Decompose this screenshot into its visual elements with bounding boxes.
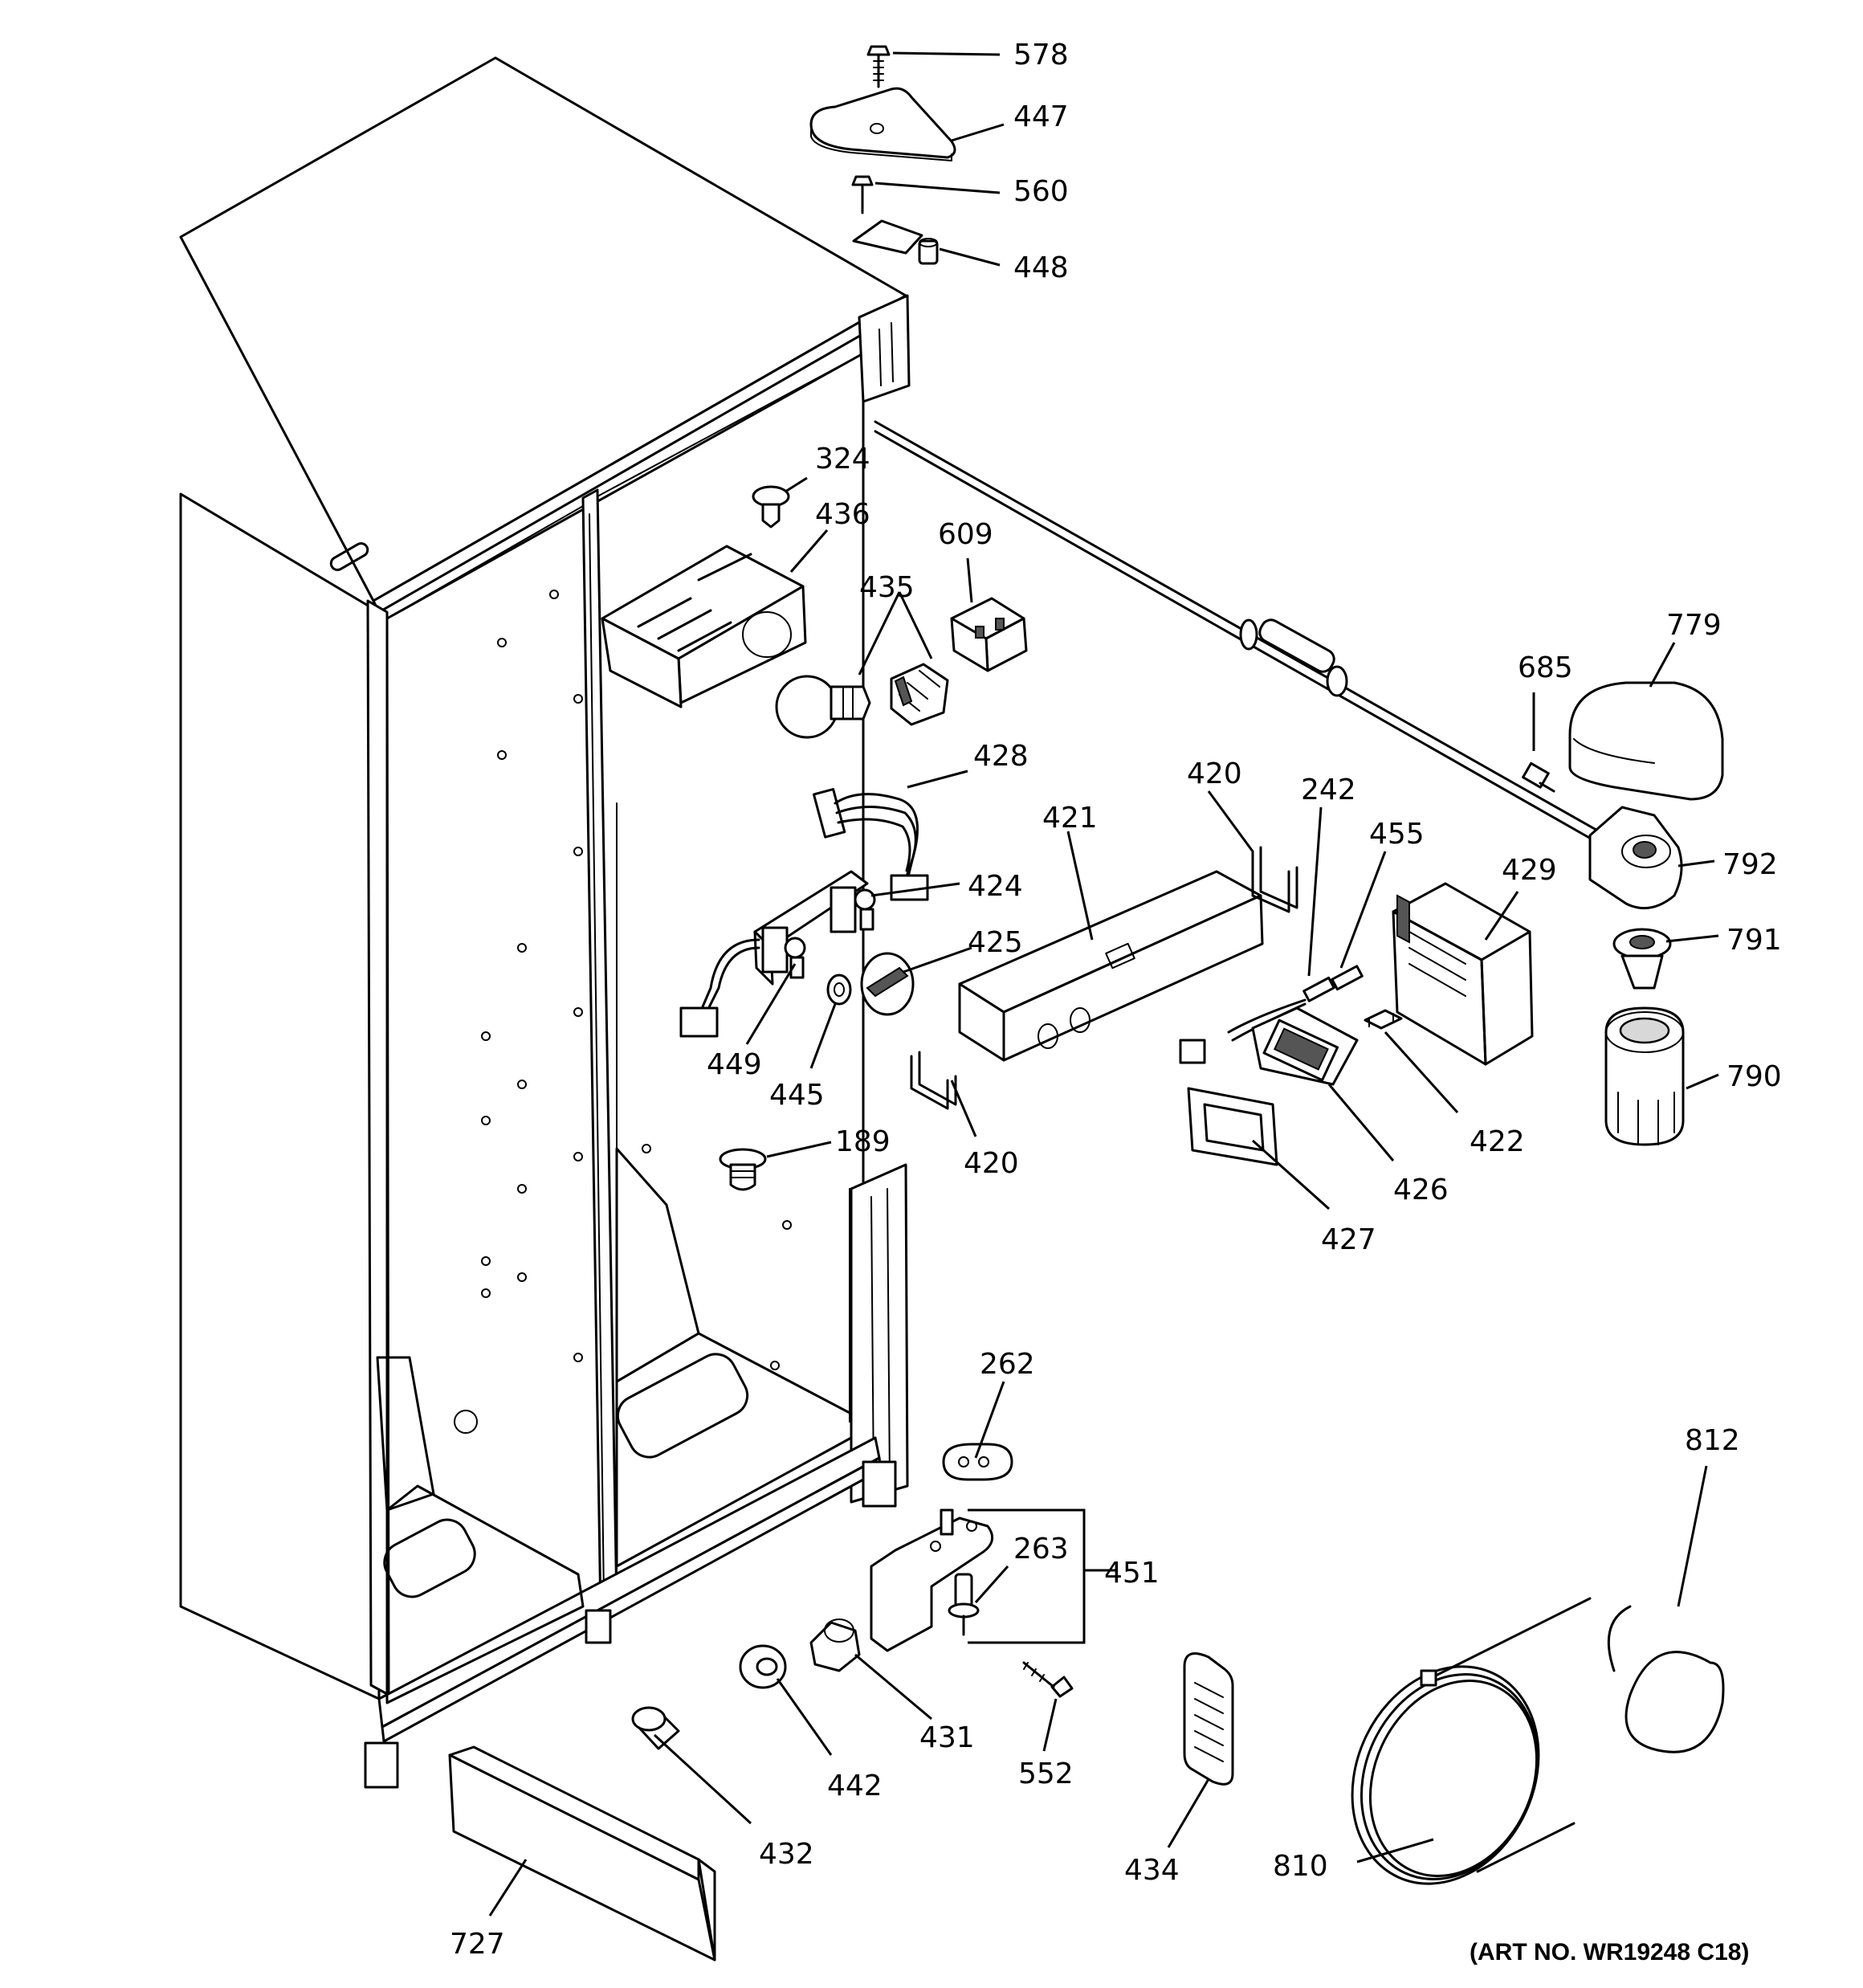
part-609-switch — [950, 597, 1028, 672]
part-263-hinge-pin — [948, 1573, 980, 1636]
part-779-cap — [1568, 681, 1724, 801]
part-552-bolt — [1022, 1661, 1074, 1698]
label-432: 432 — [759, 1838, 814, 1871]
part-428-wire-harness — [812, 788, 929, 901]
label-810: 810 — [1273, 1850, 1328, 1883]
refrigerator-cabinet — [179, 56, 911, 1789]
label-420-lower: 420 — [964, 1147, 1019, 1180]
label-189: 189 — [835, 1125, 891, 1158]
label-263: 263 — [1013, 1533, 1069, 1565]
label-791: 791 — [1726, 924, 1782, 957]
part-790-water-filter — [1604, 1006, 1685, 1146]
part-435-light-socket — [890, 663, 949, 726]
label-445: 445 — [769, 1079, 825, 1112]
label-727: 727 — [450, 1928, 505, 1961]
label-448: 448 — [1013, 251, 1069, 284]
label-431: 431 — [919, 1721, 975, 1754]
label-790: 790 — [1726, 1060, 1782, 1093]
part-420-clip-lower — [910, 1051, 957, 1110]
part-445-bushing — [826, 974, 852, 1006]
part-442-washer — [739, 1644, 787, 1689]
part-421-control-housing — [958, 870, 1264, 1062]
part-426-damper — [1179, 1006, 1359, 1086]
part-434-vent-grille — [1183, 1652, 1234, 1786]
part-455-connector — [1331, 965, 1364, 991]
label-578: 578 — [1013, 39, 1069, 71]
label-436: 436 — [815, 498, 870, 531]
label-420-upper: 420 — [1187, 757, 1242, 790]
label-426: 426 — [1393, 1174, 1449, 1206]
part-427-grille — [1187, 1087, 1278, 1166]
part-812-tube-loop — [1607, 1605, 1725, 1753]
part-810-tubing-coil — [1351, 1597, 1592, 1885]
part-791-bypass-plug — [1612, 928, 1672, 990]
part-429-damper-housing — [1392, 882, 1534, 1066]
part-448-hinge — [852, 219, 939, 265]
label-451: 451 — [1104, 1557, 1160, 1590]
part-432-spacer — [631, 1706, 680, 1750]
label-812: 812 — [1685, 1424, 1740, 1457]
part-431-cap — [809, 1619, 861, 1672]
label-434: 434 — [1124, 1854, 1180, 1887]
art-number: (ART NO. WR19248 C18) — [1470, 1939, 1749, 1966]
label-560: 560 — [1013, 175, 1069, 208]
label-552: 552 — [1018, 1757, 1074, 1790]
part-424-temperature-control — [679, 870, 876, 1038]
label-421: 421 — [1042, 802, 1098, 835]
part-324-fastener — [752, 485, 790, 529]
label-428: 428 — [973, 740, 1029, 773]
part-420-clip-upper — [1251, 846, 1298, 913]
part-560-screw — [851, 175, 874, 214]
cabinet-mounting-holes — [454, 590, 792, 1434]
label-609: 609 — [938, 518, 993, 551]
label-447: 447 — [1013, 100, 1069, 133]
label-455: 455 — [1369, 818, 1425, 851]
label-429: 429 — [1502, 854, 1557, 887]
label-442: 442 — [827, 1770, 883, 1802]
part-435-light-bulb — [775, 675, 871, 739]
label-449: 449 — [707, 1048, 762, 1081]
part-447-hinge-cover — [809, 87, 956, 161]
part-685-screw — [1522, 761, 1555, 793]
part-727-kickplate — [448, 1745, 716, 1961]
part-451-bottom-hinge — [870, 1508, 994, 1652]
label-427: 427 — [1321, 1223, 1376, 1256]
label-324: 324 — [815, 443, 870, 476]
part-189-plug — [719, 1148, 767, 1191]
label-422: 422 — [1470, 1125, 1525, 1158]
label-242: 242 — [1301, 774, 1356, 806]
label-779: 779 — [1666, 609, 1722, 642]
label-262: 262 — [980, 1348, 1035, 1381]
label-792: 792 — [1722, 848, 1778, 881]
part-436-light-housing — [601, 545, 807, 708]
label-435: 435 — [859, 571, 915, 604]
part-425-control-knob — [860, 952, 915, 1016]
part-422-clip — [1364, 1009, 1403, 1030]
part-578-screw — [866, 45, 891, 88]
leader-lines — [488, 51, 1719, 1917]
part-792-filter-head — [1588, 806, 1683, 910]
label-685: 685 — [1518, 651, 1573, 684]
label-424: 424 — [968, 870, 1023, 903]
part-262-washer — [942, 1443, 1013, 1481]
part-water-line-tube — [874, 420, 1608, 847]
part-number-labels: 578 447 560 448 324 436 435 609 779 685 … — [450, 39, 1782, 1966]
label-425: 425 — [968, 926, 1023, 959]
